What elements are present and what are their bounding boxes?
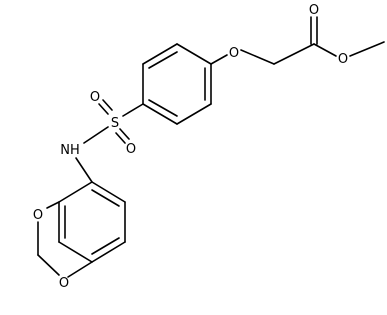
- sulfonyl-group: [83, 99, 144, 144]
- lower-benzene-ring: [58, 181, 126, 263]
- upper-benzene-ring: [142, 43, 212, 125]
- atom-label-sulfonyl-oxygen-top: O: [90, 90, 100, 105]
- oxyacetate-chain: [210, 16, 385, 65]
- atom-label-ether-oxygen: O: [229, 46, 239, 61]
- atom-label-nh: NH: [60, 143, 80, 158]
- atom-label-ester-oxygen: O: [338, 52, 348, 67]
- atom-label-sulfur: S: [111, 116, 119, 131]
- atom-label-sulfonyl-oxygen-bottom: O: [126, 142, 136, 157]
- atom-label-dioxole-oxygen-bottom: O: [59, 276, 69, 291]
- atom-label-dioxole-oxygen-top: O: [33, 208, 43, 223]
- n-aryl-bond: [75, 157, 93, 183]
- dioxole-ring: [37, 201, 93, 278]
- atom-label-carbonyl-oxygen: O: [309, 3, 319, 18]
